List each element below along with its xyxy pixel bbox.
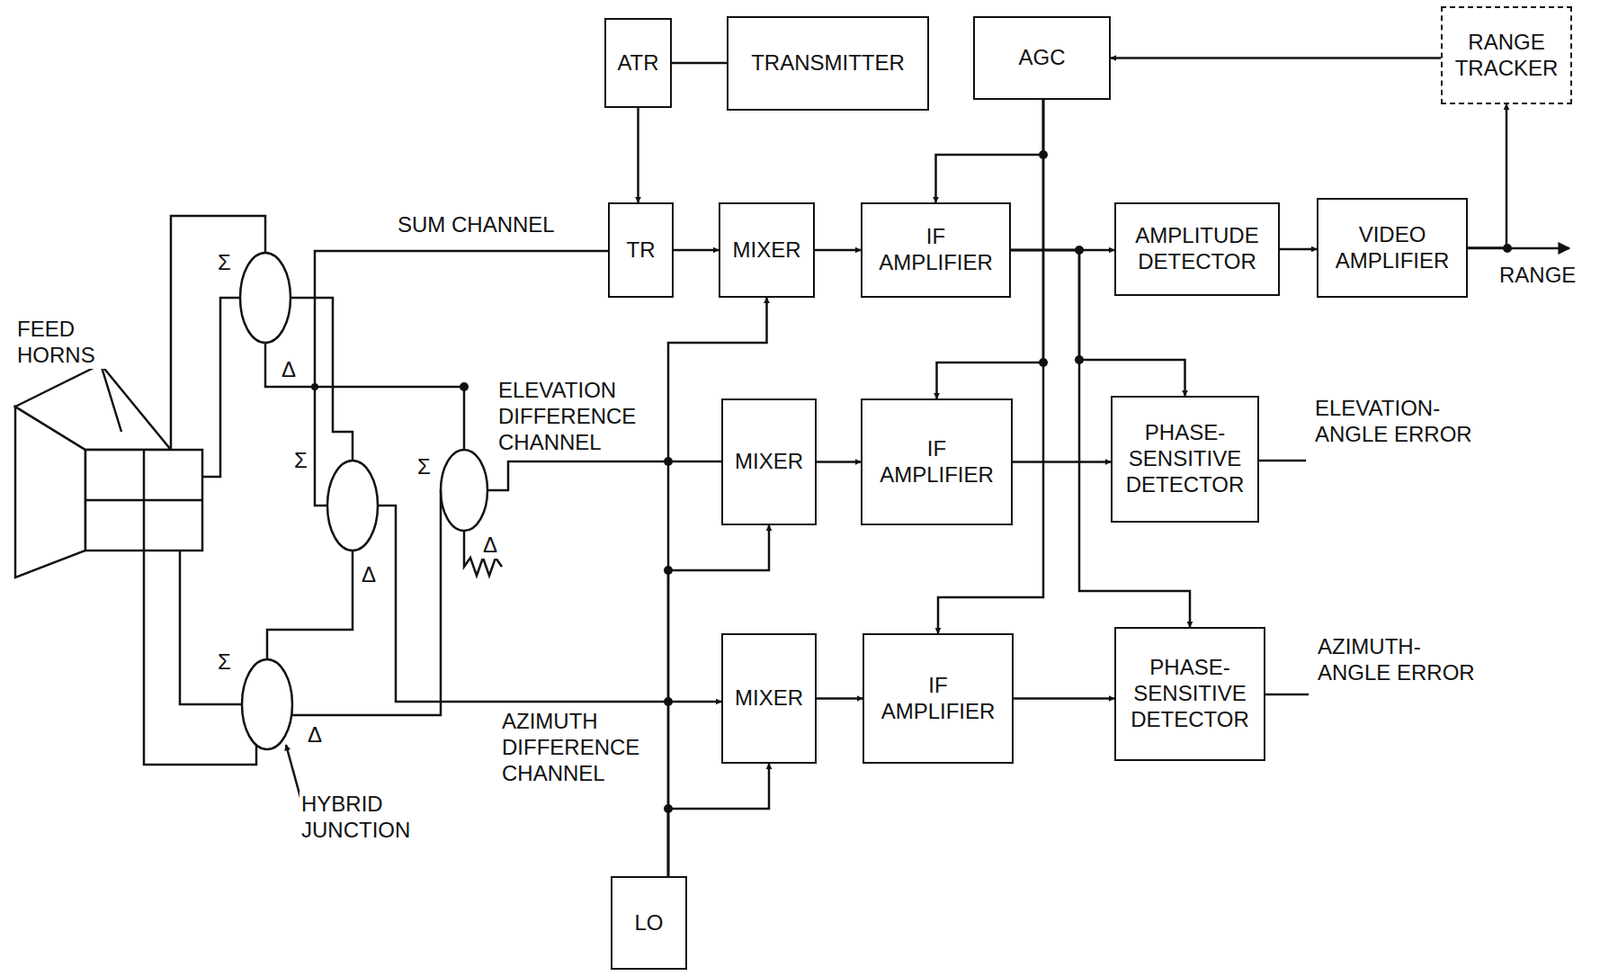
annotation-label: SUM CHANNEL <box>395 212 557 239</box>
signal-connector <box>1279 248 1317 251</box>
signal-connector <box>668 763 769 876</box>
signal-connector <box>938 99 1044 634</box>
signal-connector <box>1013 697 1115 700</box>
tr-box: TR <box>607 202 674 298</box>
signal-connector <box>668 297 768 876</box>
box-text: IF AMPLIFIER <box>869 672 1007 725</box>
signal-connector <box>814 249 861 252</box>
feed-horn-illustration <box>15 364 203 578</box>
signal-connector <box>1110 56 1441 60</box>
box-text: PHASE-SENSITIVE DETECTOR <box>1121 654 1259 733</box>
signal-connector <box>636 107 640 203</box>
box-text: RANGE TRACKER <box>1448 29 1565 82</box>
waveguide-wires <box>143 215 1570 801</box>
box-text: IF AMPLIFIER <box>867 436 1006 489</box>
annotation-label: Δ <box>305 722 324 749</box>
detector-box: AMPLITUDE DETECTOR <box>1114 202 1280 296</box>
detector-box: PHASE-SENSITIVE DETECTOR <box>1110 395 1260 523</box>
video-amplifier-box: VIDEO AMPLIFIER <box>1316 197 1468 298</box>
box-text: PHASE-SENSITIVE DETECTOR <box>1117 420 1252 498</box>
if-amplifier-box: IF AMPLIFIER <box>862 633 1014 764</box>
detector-box: PHASE-SENSITIVE DETECTOR <box>1114 626 1266 761</box>
lo-box: LO <box>610 875 688 970</box>
hybrid-junction-symbols <box>240 252 488 750</box>
annotation-label: Δ <box>481 532 500 559</box>
signal-connector <box>1467 104 1507 249</box>
annotation-label: RANGE <box>1497 262 1578 289</box>
signal-connector <box>816 697 863 700</box>
signal-connector <box>936 99 1045 203</box>
box-text: IF AMPLIFIER <box>867 223 1004 277</box>
mixer-box: MIXER <box>718 202 815 298</box>
annotation-label: Δ <box>359 562 378 589</box>
annotation-label: ELEVATION-ANGLE ERROR <box>1313 395 1479 448</box>
annotation-label: Σ <box>415 454 433 481</box>
annotation-label: HYBRID JUNCTION <box>299 791 430 844</box>
signal-connector <box>673 249 719 252</box>
box-text: AMPLITUDE DETECTOR <box>1121 223 1273 276</box>
annotation-label: AZIMUTH DIFFERENCE CHANNEL <box>500 708 664 787</box>
box-text: MIXER <box>732 237 801 264</box>
signal-connector <box>671 62 727 65</box>
box-text: TRANSMITTER <box>750 50 905 77</box>
annotation-label: ELEVATION DIFFERENCE CHANNEL <box>496 377 662 456</box>
box-text: MIXER <box>734 448 804 475</box>
junction-dots <box>311 150 1512 814</box>
signal-connector <box>1012 460 1111 464</box>
if-amplifier-box: IF AMPLIFIER <box>860 202 1011 298</box>
box-text: AGC <box>1018 44 1065 72</box>
box-text: MIXER <box>734 685 804 712</box>
if-amplifier-box: IF AMPLIFIER <box>860 398 1013 526</box>
annotation-label: Σ <box>292 447 310 474</box>
annotation-label: FEED HORNS <box>15 316 127 369</box>
annotation-label: Σ <box>215 250 233 277</box>
box-text: LO <box>634 910 663 937</box>
annotation-label: Σ <box>215 649 233 676</box>
transmitter-box: TRANSMITTER <box>726 16 930 111</box>
mixer-box: MIXER <box>721 398 817 526</box>
annotation-label: AZIMUTH-ANGLE ERROR <box>1315 634 1482 687</box>
mixer-box: MIXER <box>721 633 817 764</box>
annotation-label: Δ <box>279 357 298 384</box>
signal-connector <box>816 460 861 464</box>
agc-box: AGC <box>973 16 1111 100</box>
box-text: VIDEO AMPLIFIER <box>1323 222 1461 275</box>
range-tracker-box: RANGE TRACKER <box>1440 6 1573 105</box>
box-text: TR <box>626 237 656 264</box>
atr-box: ATR <box>604 17 672 108</box>
box-text: ATR <box>616 50 659 77</box>
